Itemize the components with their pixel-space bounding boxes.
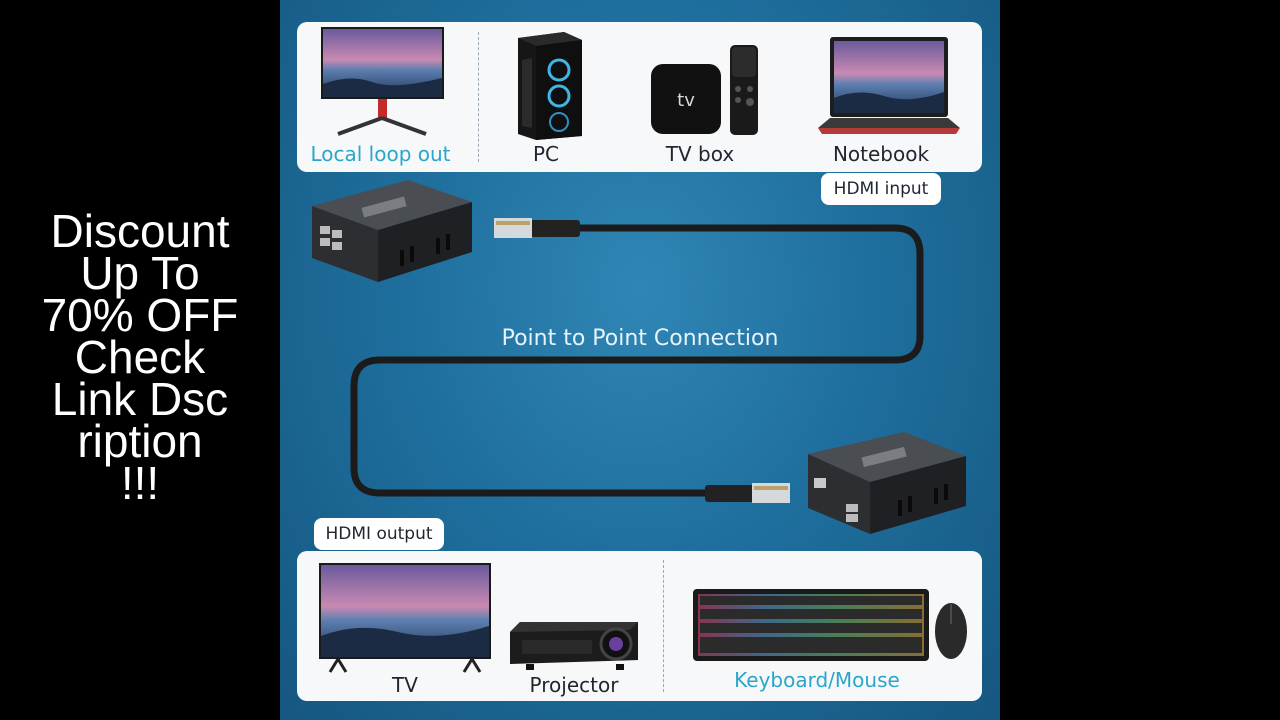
projector-label: Projector [529, 673, 619, 697]
local-loop-out-label: Local loop out [310, 142, 451, 166]
tv-box-label: TV box [665, 142, 735, 166]
promo-line: !!! [120, 457, 160, 509]
keyboard-icon [693, 589, 929, 661]
promo-line: ription [77, 415, 203, 467]
promo-line: Link Dsc [51, 373, 229, 425]
hdmi-input-tag: HDMI input [821, 173, 941, 205]
pc-label: PC [532, 142, 560, 166]
promo-text: Discount Up To 70% OFF Check Link Dsc ri… [20, 205, 260, 509]
tv-label: TV [392, 673, 418, 697]
tv-box-icon: tv [651, 45, 758, 135]
notebook-label: Notebook [832, 142, 930, 166]
monitor-icon [321, 27, 444, 136]
promo-line: Up To [80, 247, 200, 299]
hdmi-output-tag: HDMI output [314, 518, 444, 550]
promo-line: 70% OFF [41, 289, 239, 341]
divider [478, 32, 479, 162]
pc-tower-icon [518, 32, 582, 140]
notebook-icon [818, 37, 960, 134]
kvm-receiver-icon [808, 432, 966, 534]
promo-line: Check [74, 331, 206, 383]
kvm-transmitter-icon [312, 180, 472, 282]
connection-label: Point to Point Connection [501, 326, 779, 351]
promo-line: Discount [50, 205, 230, 257]
tv-icon [319, 563, 491, 673]
network-cable [350, 218, 924, 503]
tv-box-logo: tv [677, 90, 695, 111]
keyboard-mouse-label: Keyboard/Mouse [734, 668, 900, 692]
mouse-icon [935, 603, 967, 659]
projector-icon [510, 622, 638, 670]
product-image: Local loop out PC tv TV box Notebook HDM… [280, 0, 1000, 720]
divider [663, 560, 664, 692]
